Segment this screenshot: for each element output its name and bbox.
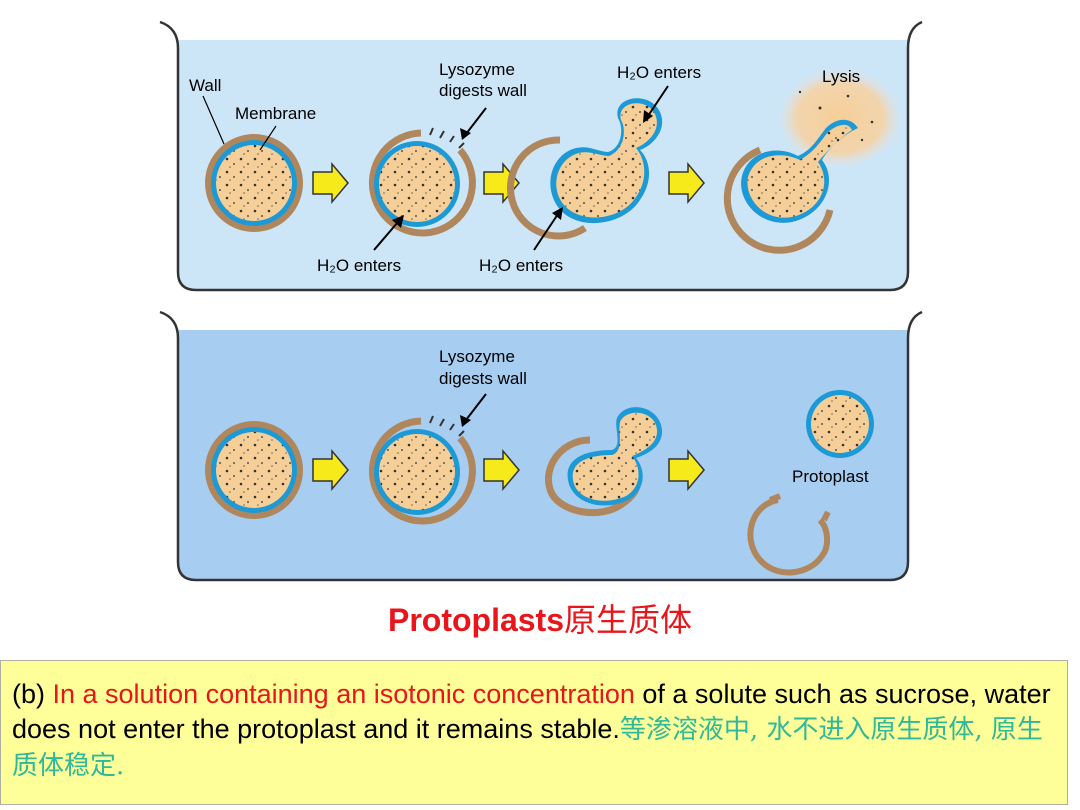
h2o-top-label: H₂O enters xyxy=(617,63,701,82)
membrane-pointer xyxy=(259,125,277,151)
caption-box: (b) In a solution containing an isotonic… xyxy=(0,660,1068,805)
caption-chinese: 等渗溶液中, 水不进入原生质体, 原生质体稳定. xyxy=(12,715,1043,781)
step-arrow-icon xyxy=(312,161,349,205)
h2o-pointer-1 xyxy=(373,221,399,251)
bulging-cell xyxy=(507,98,663,240)
caption-prefix: (b) xyxy=(12,679,53,709)
emerging-protoplast xyxy=(544,407,663,517)
lysozyme-top-pointer xyxy=(465,107,487,135)
pointer-arrowhead-icon xyxy=(392,215,404,228)
step-arrow-icon xyxy=(483,448,520,492)
lysozyme-top-label-1: Lysozyme xyxy=(439,60,515,79)
lysozyme-top-label-2: digests wall xyxy=(439,81,527,100)
empty-wall-shell xyxy=(747,497,830,576)
intact-cell-1 xyxy=(205,134,303,232)
wall-digesting-cell xyxy=(368,127,476,237)
wall-fragment xyxy=(768,493,831,522)
title-chinese: 原生质体 xyxy=(564,601,693,639)
top-beaker-outline xyxy=(159,20,923,292)
step-arrow-icon xyxy=(312,448,349,492)
h2o-top-pointer xyxy=(647,85,669,117)
bottom-beaker: Lysozyme digests wall Protoplast xyxy=(159,310,923,582)
page-title: Protoplasts原生质体 xyxy=(0,600,1080,640)
step-arrow-icon xyxy=(668,161,705,205)
pointer-arrowhead-icon xyxy=(460,128,471,140)
protoplast-diagram: Wall Membrane Lysozyme digests wall H₂O … xyxy=(159,20,923,582)
wall-digesting-cell-2 xyxy=(368,415,476,525)
top-beaker-water xyxy=(178,40,908,290)
h2o-pointer-2 xyxy=(533,213,559,251)
lysozyme-bottom-label-1: Lysozyme xyxy=(439,347,515,366)
step-arrow-icon xyxy=(668,448,705,492)
lysis-label: Lysis xyxy=(822,67,860,86)
wall-pointer xyxy=(202,95,225,145)
wall-label: Wall xyxy=(189,76,221,95)
free-protoplast xyxy=(806,390,874,458)
caption-rest: of a solute such as sucrose, water does … xyxy=(12,679,1051,744)
protoplast-label: Protoplast xyxy=(792,467,869,486)
title-english: Protoplasts xyxy=(387,602,564,638)
pointer-arrowhead-icon xyxy=(460,415,471,427)
bottom-beaker-outline xyxy=(159,310,923,582)
bottom-beaker-water xyxy=(178,330,908,580)
caption-highlight: In a solution containing an isotonic con… xyxy=(52,679,635,709)
h2o-bottom-label-1: H₂O enters xyxy=(317,256,401,275)
intact-cell-2 xyxy=(205,421,303,519)
pointer-arrowhead-icon xyxy=(643,110,653,123)
lysozyme-bottom-label-2: digests wall xyxy=(439,369,527,388)
lysozyme-bottom-pointer xyxy=(465,393,487,421)
h2o-bottom-label-2: H₂O enters xyxy=(479,256,563,275)
membrane-label: Membrane xyxy=(235,104,316,123)
top-beaker: Wall Membrane Lysozyme digests wall H₂O … xyxy=(159,20,923,292)
pointer-arrowhead-icon xyxy=(552,207,563,220)
lysing-cell xyxy=(723,68,902,254)
